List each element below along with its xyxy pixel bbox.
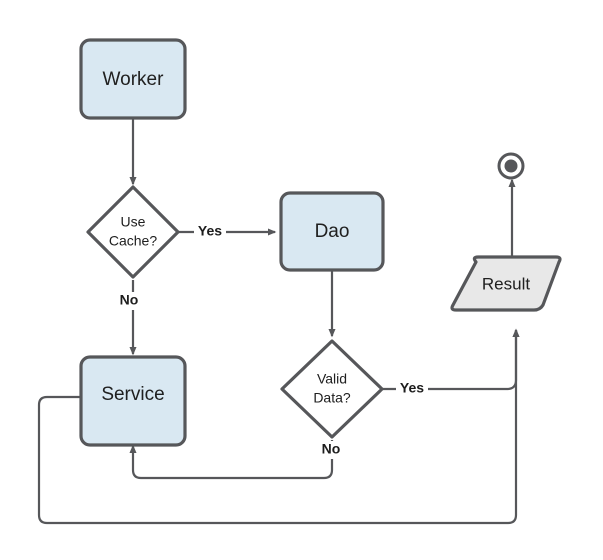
worker-box[interactable] — [79, 38, 187, 120]
use-cache-label-line2: Cache? — [109, 233, 157, 249]
dao-box[interactable] — [279, 191, 385, 272]
node-use-cache[interactable]: Use Cache? — [86, 185, 180, 279]
edge-label-valid-data-yes: Yes — [396, 380, 428, 398]
valid-data-no-text: No — [322, 441, 341, 457]
dao-label: Dao — [315, 221, 350, 242]
use-cache-yes-text: Yes — [198, 223, 222, 239]
node-dao[interactable]: Dao — [279, 191, 385, 272]
valid-data-label-line1: Valid — [317, 371, 347, 387]
edge-label-valid-data-no: No — [318, 441, 344, 459]
use-cache-no-text: No — [120, 292, 139, 308]
edge-service-to-result — [37, 328, 520, 525]
node-service[interactable]: Service — [79, 355, 187, 447]
node-worker[interactable]: Worker — [79, 38, 187, 120]
use-cache-label-line1: Use — [121, 214, 146, 230]
service-box[interactable] — [79, 355, 187, 447]
result-label: Result — [482, 274, 530, 293]
service-label: Service — [101, 384, 164, 405]
edge-label-use-cache-yes: Yes — [194, 223, 226, 241]
edge-label-use-cache-no: No — [116, 292, 142, 310]
use-cache-diamond[interactable] — [86, 185, 180, 279]
node-result[interactable]: Result — [450, 255, 562, 312]
node-end-terminal[interactable] — [497, 152, 525, 180]
result-parallelogram[interactable] — [450, 255, 562, 312]
edge-valid-data-no-to-service — [129, 440, 334, 480]
valid-data-yes-text: Yes — [400, 380, 424, 396]
worker-label: Worker — [103, 69, 165, 90]
end-terminal-dot — [504, 159, 518, 173]
node-valid-data[interactable]: Valid Data? — [280, 339, 384, 439]
valid-data-diamond[interactable] — [280, 339, 384, 439]
valid-data-label-line2: Data? — [313, 390, 351, 406]
